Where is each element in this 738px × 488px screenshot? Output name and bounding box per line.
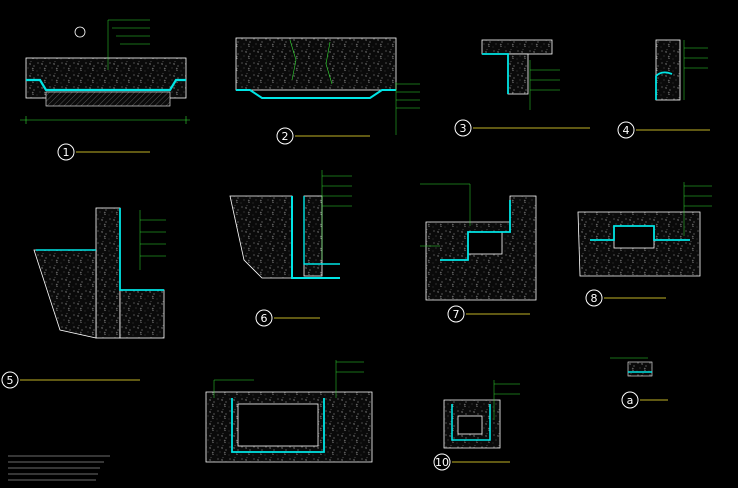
detail-a-number: a bbox=[627, 394, 634, 407]
detail-6-number: 6 bbox=[261, 312, 268, 325]
detail-1-number: 1 bbox=[63, 146, 70, 159]
general-notes bbox=[8, 455, 110, 481]
detail-4-number: 4 bbox=[623, 124, 630, 137]
detail-7: 7 bbox=[420, 183, 537, 323]
detail-9 bbox=[205, 360, 373, 463]
detail-5: 5 bbox=[1, 207, 166, 389]
detail-2: 2 bbox=[235, 37, 420, 145]
detail-5-number: 5 bbox=[7, 374, 14, 387]
detail-2-number: 2 bbox=[282, 130, 289, 143]
detail-7-number: 7 bbox=[453, 308, 460, 321]
detail-1: 1 bbox=[20, 19, 190, 161]
detail-8: 8 bbox=[577, 182, 712, 307]
detail-4: 4 bbox=[617, 39, 710, 139]
detail-3: 3 bbox=[454, 39, 590, 137]
detail-8-number: 8 bbox=[591, 292, 598, 305]
detail-a: a bbox=[610, 357, 668, 409]
detail-10: 10 bbox=[433, 380, 520, 471]
detail-10-number: 10 bbox=[435, 456, 449, 469]
detail-3-number: 3 bbox=[460, 122, 467, 135]
detail-6: 6 bbox=[229, 170, 352, 327]
